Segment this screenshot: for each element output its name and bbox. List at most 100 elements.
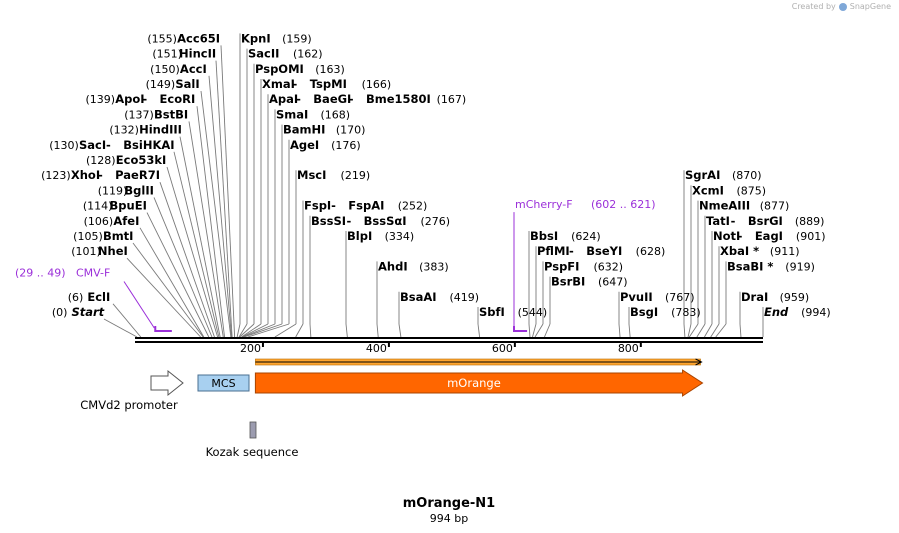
primer-range: (29 .. 49) [15,266,66,279]
site-enzyme-name: BsiHKAI [123,138,174,152]
site-enzyme-name: BlpI [347,229,372,243]
site-position: (150) [150,63,180,76]
site-enzyme-name: ApaI [269,92,298,106]
site-leader-line [241,323,262,338]
site-position: (919) [785,260,815,273]
kozak-box [249,421,257,439]
site-leader-line [715,323,727,338]
site-position: (132) [109,124,139,137]
site-enzyme-name: Eco53kI [116,153,167,167]
site-label-end: End (994) [764,305,831,319]
snapgene-credit: Created by SnapGene [792,2,891,11]
site-leader-line [628,323,631,338]
site-enzyme-name: BsaBI * [727,259,773,273]
site-label-bamhi: BamHI(170) [283,123,365,137]
site-position: (767) [665,291,695,304]
site-enzyme-name: PvuII [620,290,653,304]
site-label-nmeaiii: NmeAIII(877) [699,199,789,213]
site-leader-line [739,323,742,338]
site-enzyme-name: BsrBI [551,275,585,289]
site-leader-line [159,182,215,338]
site-leader-line [146,212,210,338]
site-label-bmti: (105)BmtI [73,229,133,243]
site-enzyme-name: TspMI [310,77,347,91]
site-enzyme-name: BmtI [103,229,134,243]
site-enzyme-name: HincII [179,47,216,61]
separator: - [106,138,111,152]
separator: - [731,214,736,228]
site-enzyme-name: AgeI [290,138,319,152]
site-leader-line [687,323,692,338]
site-position: (994) [801,306,831,319]
site-enzyme-name: EcoRI [160,92,196,106]
site-enzyme-name: TatI [706,214,730,228]
site-label-acci: (150)AccI [150,62,207,76]
site-leader-line [196,106,225,338]
site-leader-line [215,60,233,338]
site-leader-line [166,166,219,338]
site-leader-line [179,136,221,338]
site-enzyme-name: Start [71,305,104,319]
site-label-sali: (149)SalI [146,77,200,91]
site-leader-line [544,323,551,338]
site-label-blpi: BlpI (334) [347,229,414,243]
site-label-sacii: SacII(162) [248,47,323,61]
site-position: (163) [315,63,345,76]
sequence-length: 994 bp [430,512,468,525]
site-label-smai: SmaI(168) [276,107,350,121]
site-enzyme-name: BamHI [283,123,325,137]
site-label-saci: (130)SacI - BsiHKAI [49,138,174,152]
site-position: (334) [385,230,415,243]
site-leader-line [126,257,201,338]
site-leader-line [239,323,255,338]
site-leader-line [103,318,138,338]
site-label-xmai: XmaI - TspMI(166) [262,77,391,91]
site-label-afei: (106)AfeI [84,214,140,228]
site-enzyme-name: NotI [713,229,740,243]
tick-label: 200 [240,342,261,355]
morange-label: mOrange [447,376,501,390]
site-position: (419) [449,291,479,304]
separator: - [331,199,336,213]
tick-label: 600 [492,342,513,355]
site-leader-line [188,121,224,338]
site-enzyme-name: BstBI [154,107,188,121]
site-position: (168) [321,108,351,121]
site-label-bsabi: BsaBI * (919) [727,259,815,273]
site-enzyme-name: Bme1580I [366,92,431,106]
site-leader-line [139,227,205,338]
site-enzyme-name: BssSI [311,214,346,228]
site-leader-line [710,323,720,338]
site-enzyme-name: BbsI [530,229,558,243]
site-enzyme-name: Acc65I [177,31,220,45]
site-leader-line [132,242,204,338]
site-leader-line [528,323,531,338]
site-position: (149) [146,78,176,91]
site-position: (176) [331,139,361,152]
site-enzyme-name: PflMI [537,244,570,258]
site-label-bsssi: BssSI - BssSαI(276) [311,214,450,228]
kozak-label: Kozak sequence [206,445,299,459]
site-enzyme-name: SacII [248,47,279,61]
site-leader-line [236,323,241,338]
site-leader-line [618,323,621,338]
site-position: (889) [795,215,825,228]
site-enzyme-name: PaeR7I [115,168,160,182]
site-position: (276) [420,215,450,228]
site-leader-line [477,323,481,338]
primer-name: CMV-F [76,266,110,279]
site-label-hincii: (151)HincII [152,47,216,61]
site-label-xhoi: (123)XhoI - PaeR7I [41,168,160,182]
primer-mcherry-f: mCherry-F(602 .. 621) [515,198,656,211]
site-position: (628) [636,245,666,258]
site-leader-line [220,45,236,338]
site-label-tati: TatI - BsrGI(889) [706,214,824,228]
site-position: (139) [86,93,116,106]
site-leader-line [295,323,304,338]
site-leader-line [704,323,713,338]
site-label-xbai: XbaI *(911) [720,244,800,258]
separator: - [296,92,301,106]
site-enzyme-name: End [764,305,789,319]
site-label-noti: NotI - EagI(901) [713,229,826,243]
separator: - [293,77,298,91]
